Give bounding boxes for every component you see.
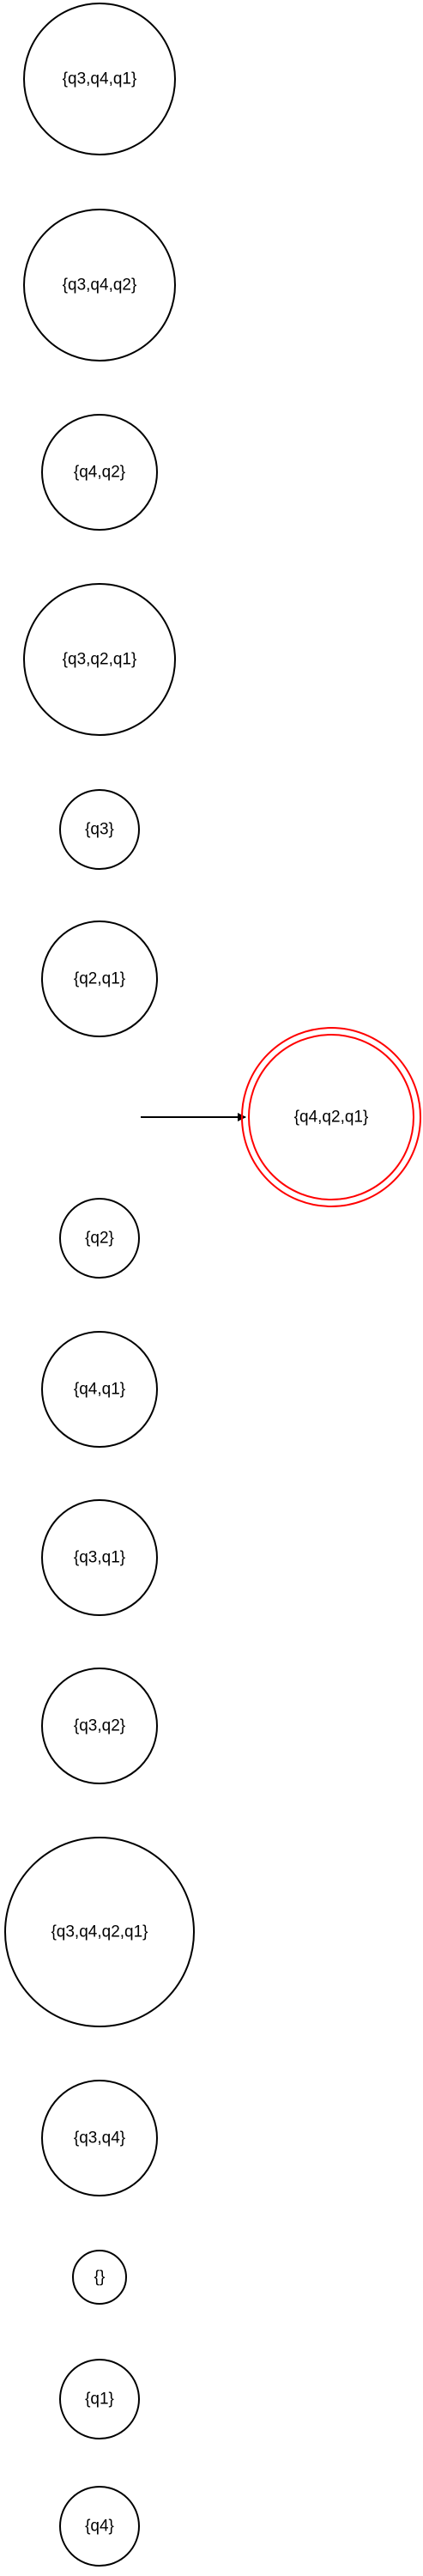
state-circle [41, 1499, 158, 1616]
state-label: {q4,q2,q1} [294, 1109, 369, 1127]
state-node: {q2,q1} [41, 920, 158, 1037]
state-node: {q3,q2,q1} [23, 583, 176, 736]
state-node: {q4,q1} [41, 1331, 158, 1448]
state-circle [59, 1198, 140, 1279]
state-node: {q3,q4,q1} [23, 3, 176, 155]
state-label: {q3,q4,q1} [63, 70, 137, 88]
state-circle [41, 414, 158, 531]
state-inner-circle [248, 1034, 414, 1200]
state-node: {q3,q4,q2} [23, 209, 176, 361]
state-label: {q2,q1} [74, 970, 125, 988]
state-node: {q3,q2} [41, 1668, 158, 1784]
state-node: {q3,q4} [41, 2080, 158, 2196]
state-circle [41, 1668, 158, 1784]
state-label: {q3} [85, 821, 114, 839]
state-circle [4, 1837, 195, 2027]
state-node: {q4} [59, 2486, 140, 2567]
state-label: {q3,q1} [74, 1549, 125, 1567]
state-label: {q3,q4,q2} [63, 276, 137, 295]
state-circle [41, 1331, 158, 1448]
state-label: {q4,q2} [74, 464, 125, 482]
accepting-state-node: {q4,q2,q1} [241, 1027, 421, 1207]
state-node: {q1} [59, 2359, 140, 2439]
state-circle [23, 583, 176, 736]
state-node: {} [72, 2250, 127, 2305]
state-circle [59, 2359, 140, 2439]
state-label: {q4} [85, 2518, 114, 2536]
state-outer-circle [241, 1027, 421, 1207]
state-label: {q3,q2,q1} [63, 651, 137, 669]
state-circle [23, 3, 176, 155]
state-circle [41, 920, 158, 1037]
state-label: {} [94, 2269, 106, 2287]
state-circle [23, 209, 176, 361]
state-label: {q3,q4,q2,q1} [51, 1923, 148, 1941]
state-node: {q2} [59, 1198, 140, 1279]
state-circle [59, 2486, 140, 2567]
state-node: {q3,q4,q2,q1} [4, 1837, 195, 2027]
state-label: {q3,q4} [74, 2129, 125, 2148]
state-label: {q1} [85, 2391, 114, 2409]
state-node: {q3,q1} [41, 1499, 158, 1616]
state-node: {q4,q2} [41, 414, 158, 531]
state-node: {q3} [59, 789, 140, 870]
state-label: {q4,q1} [74, 1381, 125, 1399]
state-circle [41, 2080, 158, 2196]
state-circle [72, 2250, 127, 2305]
state-label: {q3,q2} [74, 1717, 125, 1735]
state-circle [59, 789, 140, 870]
state-label: {q2} [85, 1230, 114, 1248]
